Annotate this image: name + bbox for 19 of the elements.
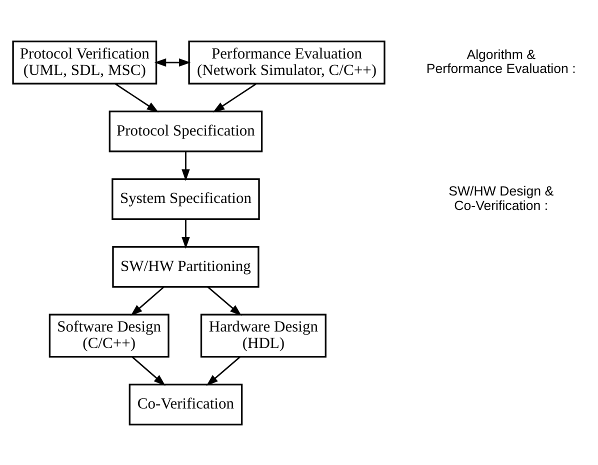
arrow xyxy=(130,286,164,316)
arrow xyxy=(212,82,257,112)
arrow xyxy=(207,286,242,316)
arrow xyxy=(132,356,166,386)
arrow xyxy=(182,218,190,248)
node-box: System Specification xyxy=(112,178,260,220)
node-box: Protocol Verification (UML, SDL, MSC) xyxy=(12,40,158,84)
arrow xyxy=(206,356,241,386)
node-box: Hardware Design (HDL) xyxy=(200,313,326,358)
node-box: Software Design (C/C++) xyxy=(48,313,170,358)
node-box: Performance Evaluation (Network Simulator, C/C++) xyxy=(188,40,386,84)
node-box: Protocol Specification xyxy=(108,110,263,152)
node-box: Co-Verification xyxy=(128,383,243,425)
node-box: SW/HW Partitioning xyxy=(112,246,260,288)
label: SW/HW Design & Co-Verification : xyxy=(448,182,554,212)
arrow xyxy=(182,150,190,181)
arrow xyxy=(114,82,159,112)
arrow xyxy=(154,58,191,66)
label: Algorithm & Performance Evaluation : xyxy=(426,46,576,76)
